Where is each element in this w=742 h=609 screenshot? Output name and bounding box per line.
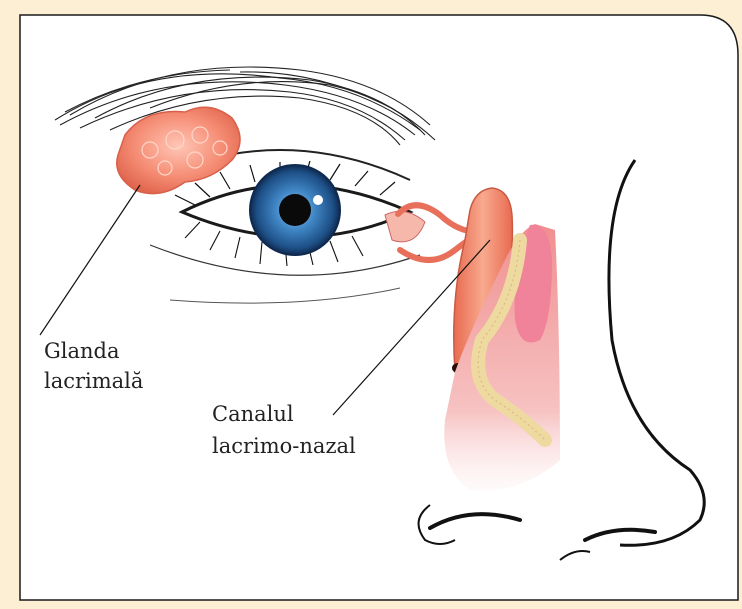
duct-label-line2: lacrimo-nazal: [212, 434, 356, 458]
duct-label-line1: Canalul: [212, 402, 294, 426]
eye-highlight: [313, 195, 323, 205]
pupil: [279, 194, 311, 226]
gland-label-line1: Glanda: [44, 339, 120, 363]
gland-label-line2: lacrimală: [44, 369, 143, 393]
